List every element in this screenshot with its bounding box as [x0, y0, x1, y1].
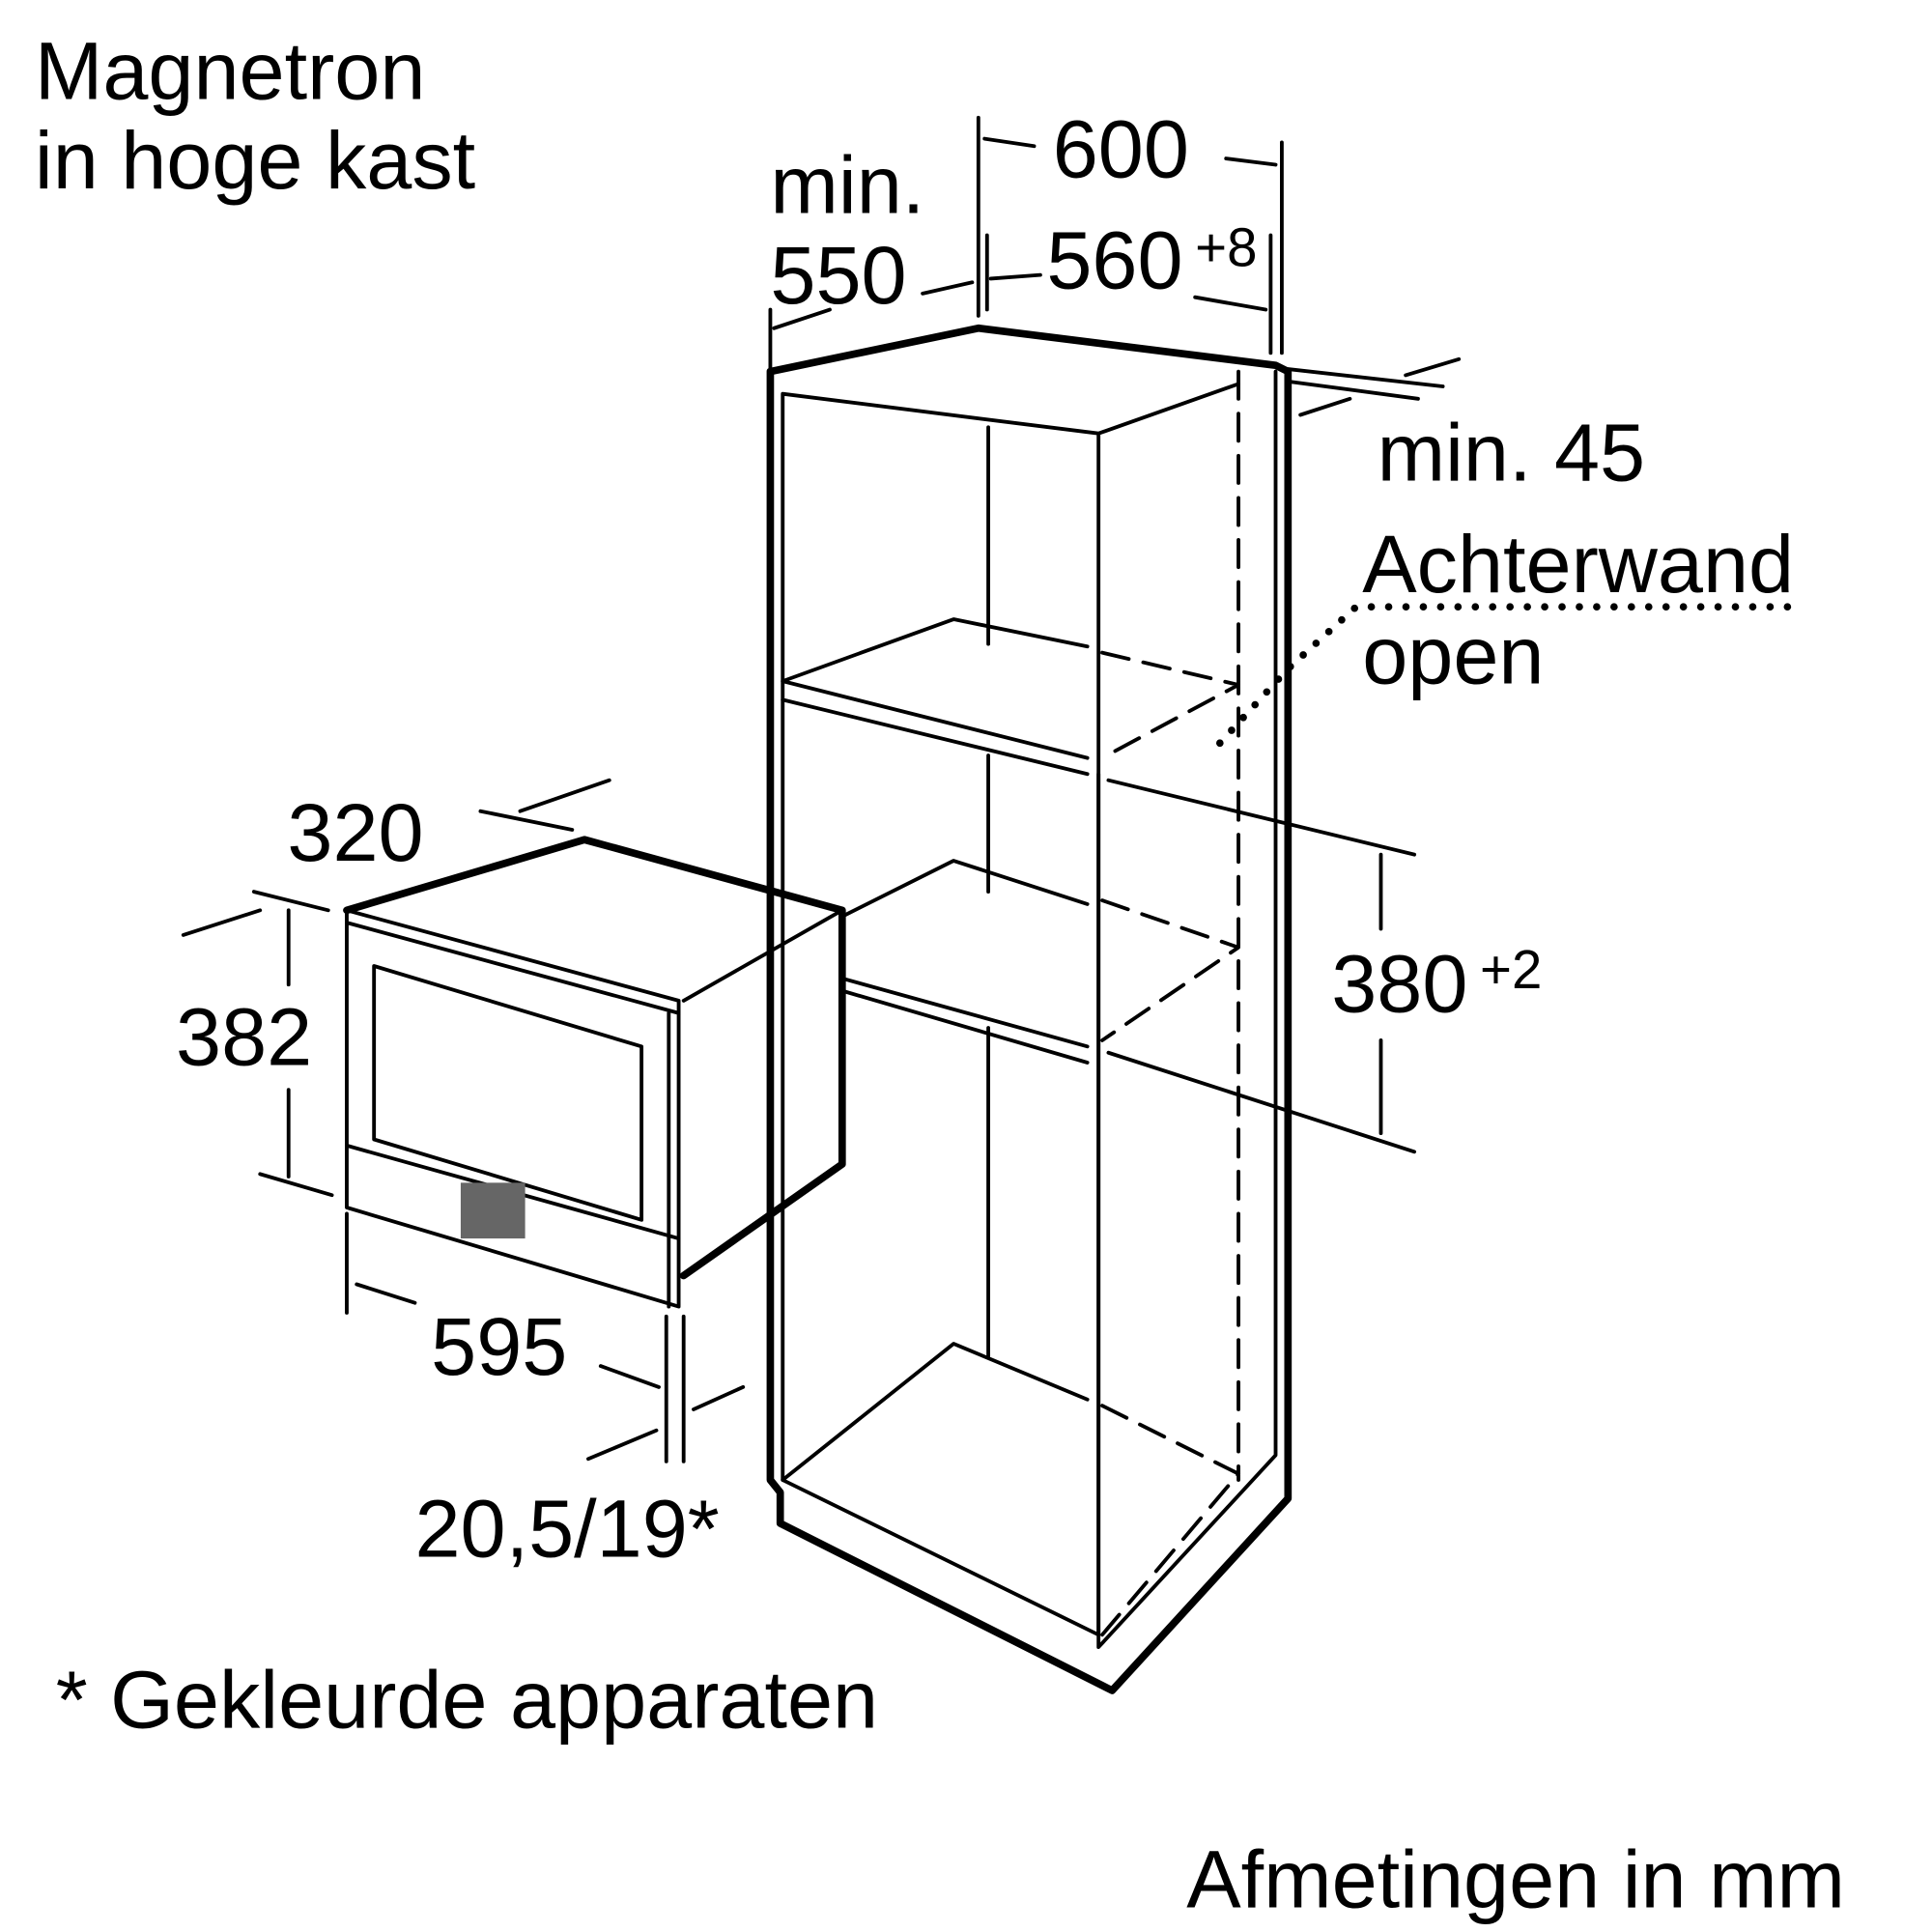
title-line1: Magnetron — [35, 25, 425, 117]
dimension-lines — [181, 115, 1462, 1463]
rear-wall-line1: Achterwand — [1362, 518, 1794, 610]
front-panel-label: 20,5/19* — [414, 1483, 719, 1575]
cabinet-width-label: 600 — [1053, 102, 1189, 194]
niche-width-label: 560 — [1046, 214, 1182, 306]
units-note: Afmetingen in mm — [1186, 1833, 1845, 1924]
footnote: * Gekleurde apparaten — [56, 1653, 878, 1745]
niche-width-tolerance: +8 — [1195, 217, 1257, 278]
appliance-height-label: 382 — [176, 991, 312, 1083]
control-panel — [460, 1182, 526, 1239]
niche-height-tolerance: +2 — [1480, 939, 1542, 1000]
rear-wall-line2: open — [1362, 610, 1544, 701]
niche-height-label: 380 — [1331, 937, 1467, 1029]
microwave-appliance — [343, 836, 846, 1309]
tall-cabinet — [766, 324, 1800, 1694]
min-depth-label: min. — [770, 139, 924, 231]
min-depth-value: 550 — [770, 229, 906, 321]
title-line2: in hoge kast — [35, 114, 475, 206]
appliance-width-label: 595 — [431, 1300, 567, 1392]
rear-gap-label: min. 45 — [1378, 406, 1645, 497]
appliance-depth-label: 320 — [287, 786, 423, 878]
